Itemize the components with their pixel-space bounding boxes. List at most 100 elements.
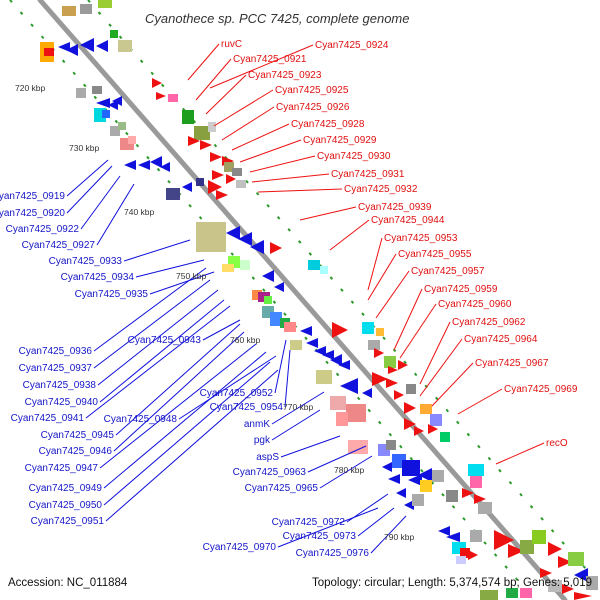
gene-label-forward: Cyan7425_0967 [475, 358, 549, 369]
gene-feature [402, 460, 420, 476]
gene-feature [404, 500, 414, 510]
gene-feature [474, 494, 486, 504]
gene-feature [232, 168, 242, 176]
leader-line-forward [299, 206, 357, 221]
leader-line-forward [457, 388, 503, 415]
gene-label-reverse: aspS [256, 452, 279, 463]
leader-line-reverse [66, 165, 113, 214]
leader-line-reverse [357, 507, 395, 537]
gene-feature [468, 550, 478, 560]
gene-feature [430, 414, 442, 426]
gene-feature [446, 532, 460, 542]
gene-feature [166, 188, 180, 200]
gene-label-reverse: Cyan7425_0948 [104, 414, 178, 425]
gene-feature [332, 322, 348, 338]
gene-feature [110, 126, 120, 136]
gene-feature [306, 338, 318, 348]
gene-feature [270, 312, 282, 326]
gene-feature [264, 296, 272, 304]
gene-feature [314, 346, 326, 356]
gene-label-reverse: Cyan7425_0965 [245, 483, 319, 494]
gene-feature [210, 152, 222, 162]
gene-label-reverse: Cyan7425_0943 [128, 335, 202, 346]
gene-feature [394, 390, 404, 400]
leader-line-forward [209, 44, 314, 89]
gene-feature [520, 588, 532, 598]
gene-label-forward: Cyan7425_0926 [276, 102, 350, 113]
gene-feature [408, 474, 422, 486]
gene-feature [110, 30, 118, 38]
gene-feature [404, 402, 416, 414]
leader-line-forward [231, 123, 290, 151]
gene-label-reverse: Cyan7425_0934 [61, 272, 135, 283]
gene-feature [462, 488, 474, 498]
leader-line-forward [431, 362, 474, 407]
gene-feature [62, 6, 76, 16]
leader-line-forward [367, 237, 383, 291]
leader-line-forward [419, 338, 463, 397]
gene-feature [150, 156, 162, 168]
gene-feature [508, 544, 524, 558]
gene-feature [124, 160, 136, 170]
gene-label-reverse: Cyan7425_0972 [272, 517, 346, 528]
gene-feature [368, 340, 380, 350]
leader-line-forward [221, 106, 275, 141]
leader-line-reverse [80, 175, 121, 230]
leader-line-reverse [66, 159, 109, 197]
gene-feature [340, 378, 358, 394]
kbp-tick-label: 770 kbp [283, 402, 314, 412]
accession-text: Accession: NC_011884 [8, 577, 128, 589]
gene-feature [102, 110, 110, 118]
gene-feature [274, 282, 284, 292]
gene-feature [562, 584, 574, 594]
gene-label-forward: Cyan7425_0959 [424, 284, 498, 295]
gene-label-forward: Cyan7425_0921 [233, 54, 307, 65]
leader-line-reverse [370, 515, 407, 554]
gene-label-reverse: Cyan7425_0952 [200, 388, 274, 399]
gene-feature [290, 340, 302, 350]
leader-line-reverse [284, 349, 291, 408]
gene-label-reverse: Cyan7425_0920 [0, 208, 65, 219]
gene-feature [540, 568, 552, 578]
gene-feature [250, 240, 264, 254]
gene-label-forward: Cyan7425_0964 [464, 334, 538, 345]
gene-feature [330, 354, 342, 366]
gene-feature [80, 38, 94, 52]
gene-feature [420, 404, 432, 414]
leader-line-forward [239, 139, 302, 163]
gene-feature [382, 462, 392, 472]
gene-feature [428, 424, 438, 434]
gene-label-reverse: pgk [254, 435, 271, 446]
gene-feature [196, 222, 226, 252]
leader-line-forward [213, 89, 274, 127]
leader-line-reverse [271, 409, 321, 441]
gene-feature [252, 290, 262, 300]
gene-label-forward: Cyan7425_0931 [331, 169, 405, 180]
gene-feature [240, 260, 250, 270]
gene-feature [548, 580, 562, 592]
gene-label-forward: Cyan7425_0929 [303, 135, 377, 146]
gene-label-forward: recO [546, 438, 568, 449]
gene-label-reverse: Cyan7425_0927 [22, 240, 96, 251]
leader-line-forward [367, 253, 397, 301]
gene-feature [388, 474, 400, 484]
gene-feature [316, 370, 332, 384]
leader-line-reverse [113, 331, 245, 452]
gene-feature [322, 350, 334, 360]
gene-feature [156, 92, 166, 100]
gene-feature [440, 432, 450, 442]
gene-label-forward: Cyan7425_0930 [317, 151, 391, 162]
gene-feature [548, 542, 562, 556]
gene-label-forward: Cyan7425_0925 [275, 85, 349, 96]
gene-feature [208, 122, 216, 132]
gene-feature [460, 548, 470, 558]
gene-feature [194, 126, 210, 140]
gene-label-reverse: Cyan7425_0949 [29, 483, 103, 494]
leader-line-forward [393, 288, 423, 351]
kbp-tick-label: 740 kbp [124, 207, 155, 217]
gene-feature [586, 576, 598, 590]
gene-feature [362, 322, 374, 334]
